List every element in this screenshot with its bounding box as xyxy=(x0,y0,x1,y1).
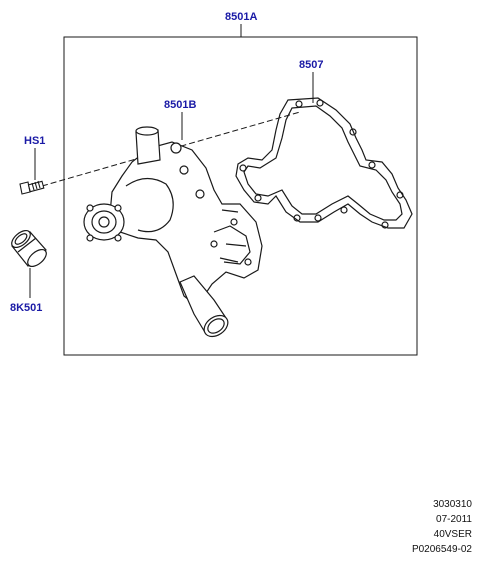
footer-date: 07-2011 xyxy=(436,514,472,525)
bolt xyxy=(19,180,45,195)
footer-illustration-id: P0206549-02 xyxy=(411,544,472,555)
footer-series: 40VSER xyxy=(433,529,472,540)
footer-code: 3030310 xyxy=(433,499,472,510)
callout-gasket-label: 8507 xyxy=(299,59,324,71)
outlet-fitting xyxy=(11,229,47,268)
callout-pump-label: 8501B xyxy=(164,99,197,111)
callout-assembly-label: 8501A xyxy=(225,11,258,23)
callout-bolt-label: HS1 xyxy=(24,135,46,147)
water-pump xyxy=(83,126,263,338)
callout-fitting-label: 8K501 xyxy=(10,302,43,314)
water-pump-gasket xyxy=(235,97,413,229)
